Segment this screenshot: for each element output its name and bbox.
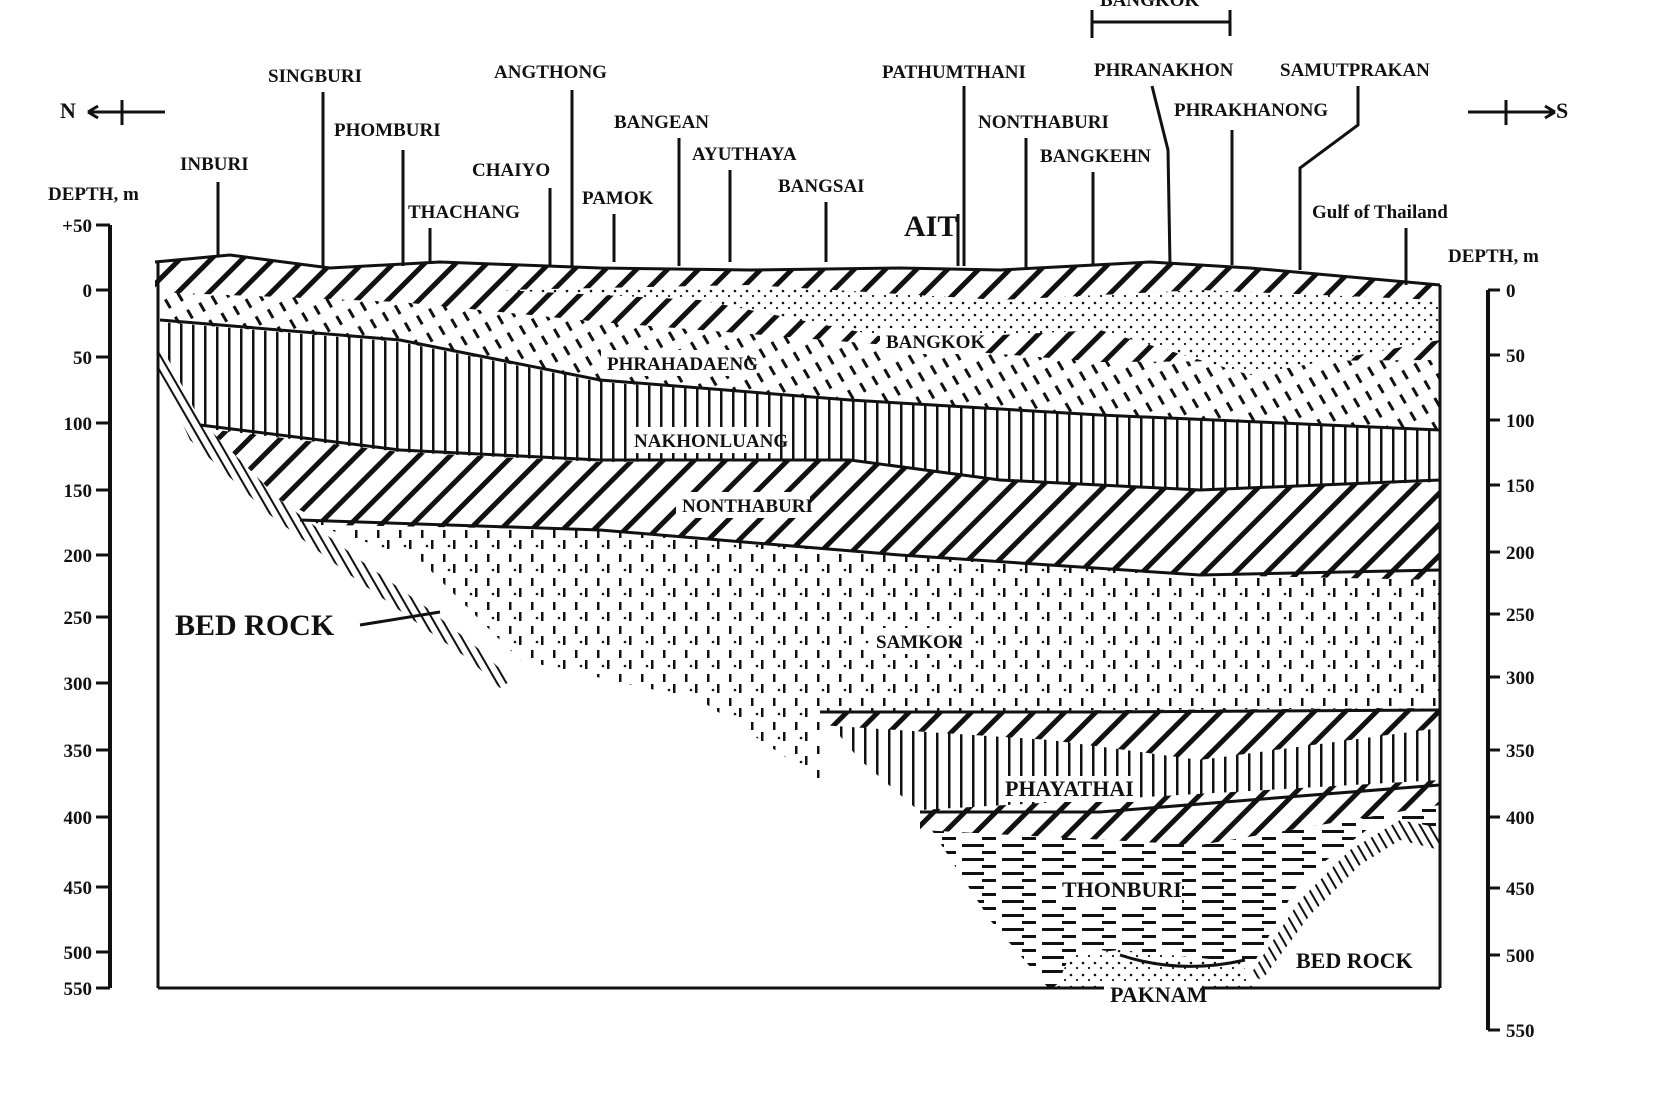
place-marker: AYUTHAYA [692,144,797,262]
right-tick-label: 150 [1506,476,1535,497]
place-label: BANGEAN [614,112,709,133]
left-tick-label: 550 [64,979,93,1000]
place-label: PHOMBURI [334,120,441,141]
place-marker: AIT [904,210,960,266]
layer-nonthaburi [200,425,1440,580]
right-depth-axis: DEPTH, m 0 50 100 150 200 250 300 350 400 450 500 5… [1448,246,1539,1042]
place-label: AYUTHAYA [692,144,797,165]
left-tick-label: 350 [64,741,93,762]
place-label: CHAIYO [472,160,550,181]
layer-label: PHAYATHAI [1005,776,1134,801]
left-tick-label: 250 [64,608,93,629]
svg-text:BED ROCK: BED ROCK [1296,948,1413,973]
svg-text:N: N [60,98,76,123]
right-tick-label: 300 [1506,668,1535,689]
place-label: AIT [904,210,957,243]
place-marker: PAMOK [582,188,654,262]
place-marker: CHAIYO [472,160,552,266]
place-marker: PHOMBURI [334,120,441,266]
layer-label: NAKHONLUANG [634,431,788,452]
layer-phayathai [820,708,1440,812]
bedrock-left [158,340,512,688]
layer-label: PAKNAM [1110,982,1208,1007]
place-marker: NONTHABURI [978,112,1109,268]
place-marker: BANGSAI [778,176,865,262]
right-tick-label: 500 [1506,946,1535,967]
place-label: Gulf of Thailand [1312,202,1448,223]
place-label: BANGSAI [778,176,865,197]
right-tick-label: 400 [1506,808,1535,829]
right-tick-label: 250 [1506,605,1535,626]
layer-label: THONBURI [1062,877,1182,902]
left-tick-label: 450 [64,878,93,899]
place-label: PHRAKHANONG [1174,100,1328,121]
left-axis-title: DEPTH, m [48,184,139,205]
place-label: ANGTHONG [494,62,607,83]
svg-text:BANGKOK: BANGKOK [1100,0,1199,11]
place-marker: THACHANG [408,202,520,262]
left-tick-label: 200 [64,546,93,567]
bedrock-label-right: BED ROCK [1296,948,1413,973]
layer-labels: BANGKOK PHRAHADAENG NAKHONLUANG NONTHABURI S… [601,328,1208,1008]
right-tick-label: 200 [1506,543,1535,564]
right-tick-label: 50 [1506,346,1525,367]
place-label: THACHANG [408,202,520,223]
place-label: BANGKEHN [1040,146,1151,167]
layer-label: BANGKOK [886,332,985,353]
right-tick-label: 550 [1506,1021,1535,1042]
layer-phrahadaeng [160,290,1440,430]
place-marker: SINGBURI [268,66,362,266]
left-tick-label: 50 [73,348,92,369]
bangkok-span: BANGKOK [1090,0,1232,38]
left-depth-axis: DEPTH, m +50 0 50 100 150 200 250 300 350 400 450 5… [48,184,139,1000]
right-tick-label: 350 [1506,741,1535,762]
layer-label: SAMKOK [876,632,963,653]
place-label: INBURI [180,154,249,175]
right-axis-title: DEPTH, m [1448,246,1539,267]
north-arrow: N [60,98,165,125]
bedrock-label-left: BED ROCK [175,609,441,642]
place-marker: INBURI [180,154,249,255]
right-tick-label: 100 [1506,411,1535,432]
place-marker: BANGEAN [614,112,709,266]
layer-boundaries [154,253,1442,990]
left-tick-label: +50 [62,216,92,237]
south-arrow: S [1468,98,1568,125]
place-marker: ANGTHONG [494,62,607,266]
right-tick-label: 0 [1506,281,1516,302]
place-marker: PHRANAKHON [1094,60,1234,266]
place-labels: INBURI SINGBURI PHOMBURI THACHANG CHAIYO ANGT… [180,60,1448,285]
layer-label: PHRAHADAENG [607,354,758,375]
layer-nakhonluang [160,320,1440,490]
place-label: SAMUTPRAKAN [1280,60,1430,81]
left-tick-label: 100 [64,414,93,435]
left-tick-label: 500 [64,943,93,964]
layer-paknam [1055,950,1260,990]
place-label: PHRANAKHON [1094,60,1234,81]
left-tick-label: 150 [64,481,93,502]
place-label: PAMOK [582,188,654,209]
place-marker: BANGKEHN [1040,146,1151,264]
bedrock-right [1250,820,1440,980]
place-label: NONTHABURI [978,112,1109,133]
left-tick-label: 0 [83,281,93,302]
right-tick-label: 450 [1506,879,1535,900]
svg-text:BED ROCK: BED ROCK [175,609,335,642]
layer-label: NONTHABURI [682,496,813,517]
place-marker: SAMUTPRAKAN [1280,60,1430,270]
left-tick-label: 400 [64,808,93,829]
place-label: PATHUMTHANI [882,62,1026,83]
place-marker: PHRAKHANONG [1174,100,1328,265]
left-tick-label: 300 [64,674,93,695]
place-marker: Gulf of Thailand [1312,202,1448,285]
svg-text:S: S [1556,98,1568,123]
place-label: SINGBURI [268,66,362,87]
place-marker: PATHUMTHANI [882,62,1026,266]
